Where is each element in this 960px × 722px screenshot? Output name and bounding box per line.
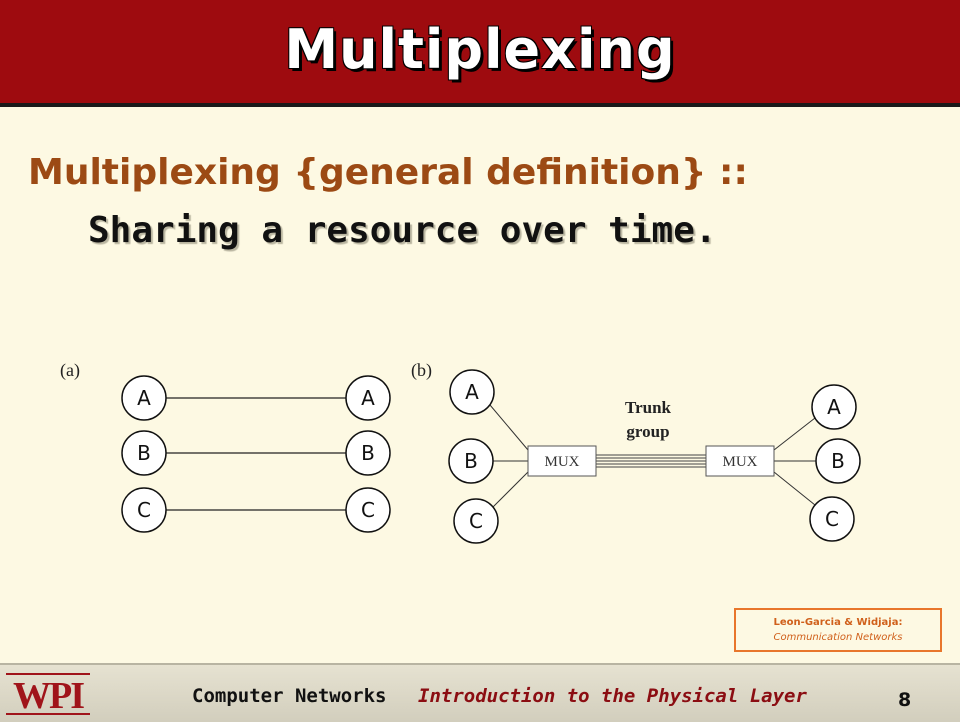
panel-a-left-node-b: B xyxy=(121,430,167,476)
trunk-label-line2: group xyxy=(626,422,669,441)
multiplexing-diagram: (a) A B C A B C (b) xyxy=(60,360,861,544)
node-label: B xyxy=(464,449,478,473)
trunk-label-line1: Trunk xyxy=(625,398,672,417)
definition-text: Sharing a resource over time. xyxy=(88,210,717,251)
panel-b-left-node-c: C xyxy=(453,498,499,544)
footer-course-title: Computer Networks xyxy=(192,685,387,707)
panel-a-left-node-a: A xyxy=(121,375,167,421)
node-label: A xyxy=(827,395,841,419)
citation-authors: Leon-Garcia & Widjaja: xyxy=(773,617,903,628)
panel-b-right-node-b: B xyxy=(815,438,861,484)
panel-b-spoke-left-a xyxy=(489,404,529,451)
panel-a-label: (a) xyxy=(60,360,80,381)
footer-bar: WPI Computer Networks Introduction to th… xyxy=(0,663,960,722)
panel-b-label: (b) xyxy=(411,360,432,381)
mux-left-box: MUX xyxy=(527,445,597,477)
wpi-logo: WPI xyxy=(6,673,90,717)
node-label: B xyxy=(361,441,375,465)
node-label: C xyxy=(469,509,483,533)
node-label: C xyxy=(825,507,839,531)
panel-a-right-node-a: A xyxy=(345,375,391,421)
panel-a-left-node-c: C xyxy=(121,487,167,533)
node-label: A xyxy=(465,380,479,404)
node-label: C xyxy=(137,498,151,522)
panel-b-right-node-a: A xyxy=(811,384,857,430)
panel-b-right-node-c: C xyxy=(809,496,855,542)
panel-b-left-node-a: A xyxy=(449,369,495,415)
mux-left-label: MUX xyxy=(544,454,579,470)
panel-b-spoke-right-c xyxy=(773,471,816,506)
panel-b-spoke-right-a xyxy=(773,417,816,451)
citation-box: Leon-Garcia & Widjaja: Communication Net… xyxy=(734,608,942,652)
slide-title: Multiplexing xyxy=(284,18,676,81)
panel-b-spoke-left-c xyxy=(492,471,529,508)
page-number: 8 xyxy=(898,689,912,711)
node-label: B xyxy=(831,449,845,473)
node-label: C xyxy=(361,498,375,522)
footer-lecture-title: Introduction to the Physical Layer xyxy=(418,685,807,707)
mux-right-label: MUX xyxy=(722,454,757,470)
title-bar: Multiplexing xyxy=(0,0,960,107)
panel-a-right-node-b: B xyxy=(345,430,391,476)
node-label: B xyxy=(137,441,151,465)
node-label: A xyxy=(137,386,151,410)
panel-a-right-node-c: C xyxy=(345,487,391,533)
mux-right-box: MUX xyxy=(705,445,775,477)
trunk-group-lines xyxy=(596,454,706,468)
citation-book: Communication Networks xyxy=(773,632,903,643)
node-label: A xyxy=(361,386,375,410)
panel-b-left-node-b: B xyxy=(448,438,494,484)
definition-heading: Multiplexing {general definition} :: xyxy=(28,152,748,193)
